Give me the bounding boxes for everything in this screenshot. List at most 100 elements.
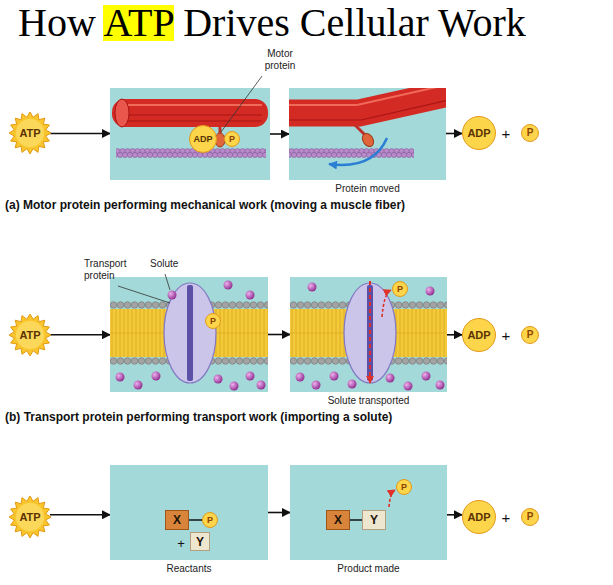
molecule-circle: P [224,131,240,147]
process-arrow [447,514,462,516]
reactant-box: X [326,510,350,530]
node-label: ATP [19,128,40,139]
plus-sign: + [502,125,511,142]
transport-arrow [369,281,371,383]
panel-label: Protein moved [289,183,446,195]
node-label: ADP [467,128,490,139]
solute [134,381,143,390]
node-label: P [397,285,403,294]
starburst-core [16,321,44,349]
molecule-circle: P [521,508,539,526]
fiber-end [115,99,129,127]
solute [257,381,266,390]
fiber-stripe [122,114,262,115]
solute [386,374,395,383]
solute [152,372,161,381]
panel-label: Solute [150,258,178,270]
molecule-circle: P [396,479,412,495]
membrane-illustration [290,277,447,392]
node-label: P [527,512,534,522]
solute [426,287,435,296]
solute [246,372,255,381]
process-arrow [268,334,290,336]
fiber-stripe [289,100,446,120]
reactant-box: X [165,510,189,530]
release-arrow [389,490,395,507]
solute [230,382,239,391]
reactant-box: Y [362,510,386,530]
solute [404,382,413,391]
fiber-highlight [289,88,446,105]
illustration-panel: Protein moved [289,88,446,180]
starburst-rays [9,112,51,154]
plus-sign: + [502,509,511,526]
molecule-circle: P [202,512,218,528]
reaction-illustration [110,465,268,560]
illustration-panel: ReactantsXPY [110,465,268,560]
motion-arrow [329,138,387,165]
node-label: X [173,514,181,526]
node-label: P [401,483,407,492]
leader-line [165,274,170,290]
illustration-panel: Product madeXYP [290,465,447,560]
process-arrow [50,133,110,135]
node-label: P [207,516,213,525]
bond-line [189,519,202,521]
motor-neck [355,125,365,135]
process-arrow [270,133,289,135]
molecule-circle: ADP [462,116,496,150]
release-arrow [382,290,391,317]
node-label: P [527,128,534,138]
solute [116,373,125,382]
motor-head [360,131,376,148]
leader-line [221,76,262,132]
solute [246,291,255,300]
process-arrow [446,133,462,135]
atp-molecule: ATP [10,497,50,537]
muscle-fiber-illustration [289,88,446,180]
molecule-circle: ADP [189,125,217,153]
molecule-circle: P [521,124,539,142]
panel-label: Product made [290,563,447,575]
process-arrow [268,512,290,514]
illustration-panel: Transport proteinSoluteP [110,277,268,392]
solute [348,380,357,389]
bond-line [350,519,362,521]
protein-channel [187,285,193,381]
solute [224,281,233,290]
solute [296,373,305,382]
panel-label: Motor protein [255,48,305,72]
title: How ATP Drives Cellular Work [18,0,526,46]
solute [168,291,177,300]
process-arrow [50,334,110,336]
solute [330,372,339,381]
molecule-circle: ADP [462,318,496,352]
node-label: P [229,135,235,144]
node-label: P [527,330,534,340]
starburst-rays [9,314,51,356]
plus-sign: + [502,327,511,344]
leader-line [118,286,170,303]
solute [214,375,223,384]
reactant-box: Y [190,532,210,551]
actin-filament [289,148,414,158]
plus-sign: + [177,536,185,551]
actin-filament [116,148,266,158]
process-arrow [447,334,462,336]
molecule-circle: P [392,281,408,297]
molecule-circle: ADP [462,500,496,534]
node-label: ATP [19,512,40,523]
process-arrow [50,514,110,516]
solute [308,283,317,292]
starburst-core [16,119,44,147]
starburst-rays [9,496,51,538]
atp-molecule: ATP [10,315,50,355]
illustration-panel: Motor proteinADPP [110,88,270,180]
fiber-stripe [122,120,262,121]
node-label: ADP [467,330,490,341]
muscle-fiber [112,99,268,127]
solute [312,381,321,390]
node-label: P [210,317,216,326]
molecule-circle: P [521,326,539,344]
